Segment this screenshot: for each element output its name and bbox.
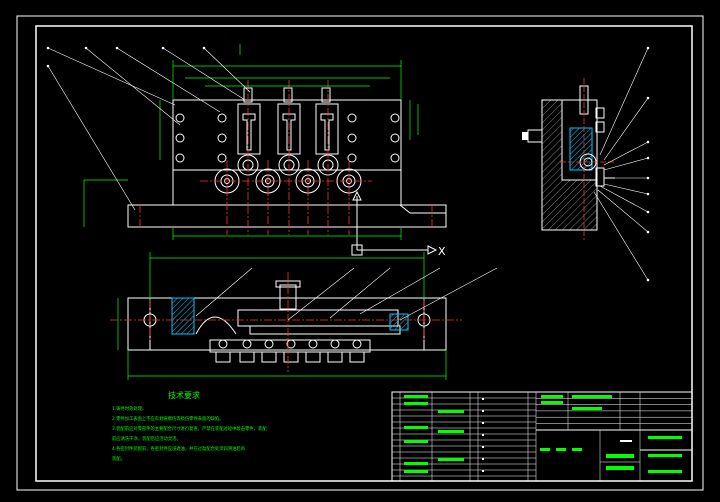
- front-view: [127, 80, 447, 250]
- technical-requirements: 技术要求 1.铸件时效处理。 2.零件加工表面上不应有划痕擦伤等损伤零件表面的缺…: [112, 390, 267, 462]
- inner-border: [35, 25, 693, 482]
- outer-border: [16, 15, 704, 491]
- side-view: [522, 78, 615, 240]
- section-leaders: [195, 267, 498, 321]
- axis-x-label: X: [438, 245, 446, 258]
- section-view: [110, 272, 462, 372]
- tech-req-line-4: 前应清洗干净，装配后应活动灵活。: [112, 435, 181, 442]
- tech-req-line-1: 1.铸件时效处理。: [112, 405, 146, 412]
- section-view-dimensions: [117, 252, 447, 380]
- tech-req-line-2: 2.零件加工表面上不应有划痕擦伤等损伤零件表面的缺陷。: [112, 415, 224, 422]
- axis-indicator: X: [351, 244, 446, 258]
- front-view-dimensions: [83, 44, 419, 240]
- leader-lines-right: [593, 47, 649, 281]
- tech-req-line-6: 装配。: [112, 455, 125, 462]
- tech-req-line-5: 4.各密封件装配前，各密封件应浸透油，并在过盈配合处涂润滑油后再: [112, 445, 246, 452]
- tech-req-line-3: 3.装配前应对零部件的主要配合尺寸进行复查，严禁在装配过程中敲击零件，装配: [112, 425, 267, 432]
- title-block: [391, 391, 693, 482]
- tech-req-title: 技术要求: [168, 390, 200, 400]
- leader-lines-left: [47, 47, 251, 211]
